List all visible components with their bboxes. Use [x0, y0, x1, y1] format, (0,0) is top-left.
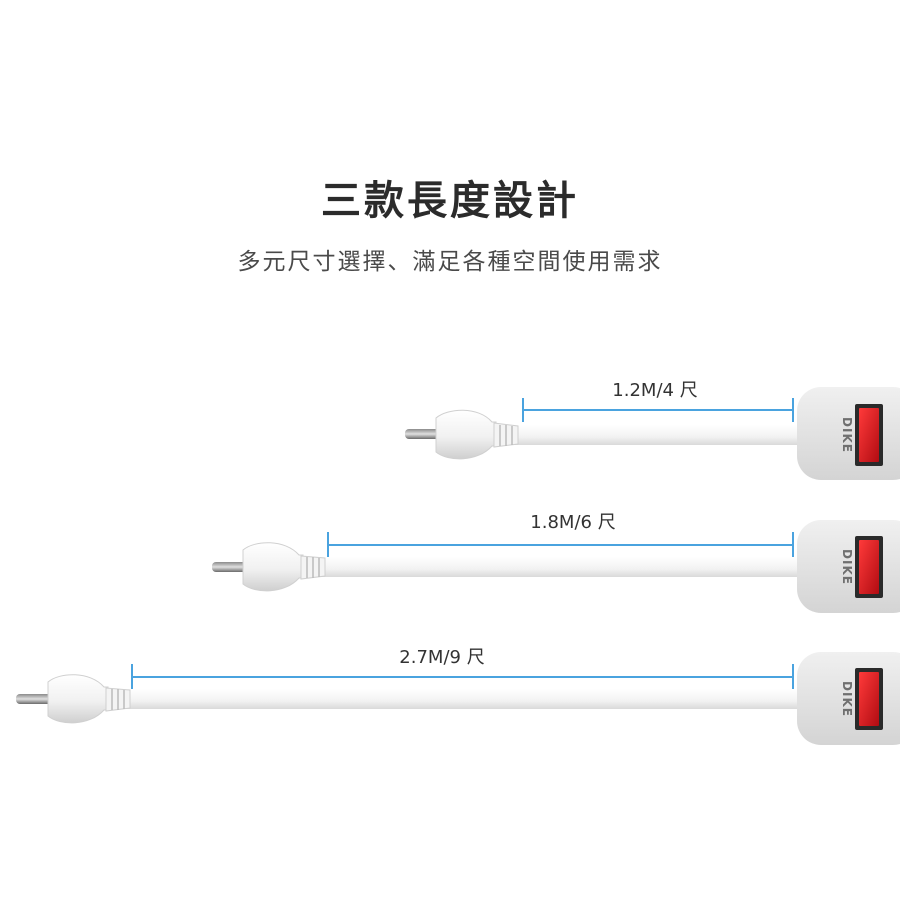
page-subtitle: 多元尺寸選擇、滿足各種空間使用需求: [237, 249, 663, 275]
measure-line: [522, 398, 794, 422]
cable: [515, 425, 805, 445]
power-switch: [859, 408, 879, 462]
power-switch: [859, 672, 879, 726]
length-label: 2.7M/9 尺: [399, 647, 484, 668]
strip-housing: DIKE: [797, 520, 900, 613]
power-strip-long: 2.7M/9 尺 DIKE: [16, 647, 900, 745]
plug-pin: [16, 694, 52, 704]
measure-line: [327, 532, 794, 558]
measure-line: [131, 664, 794, 690]
plug: [405, 409, 519, 460]
power-switch: [859, 540, 879, 594]
power-strip-medium: 1.8M/6 尺 DIKE: [212, 512, 900, 613]
plug-pin: [212, 562, 247, 572]
brand-logo: DIKE: [840, 549, 854, 585]
length-label: 1.2M/4 尺: [612, 380, 697, 401]
strip-housing: DIKE: [797, 387, 900, 480]
plug: [212, 542, 326, 592]
power-strip-short: 1.2M/4 尺 DIKE: [405, 380, 900, 480]
page-title: 三款長度設計: [321, 178, 579, 224]
brand-logo: DIKE: [840, 417, 854, 453]
length-label: 1.8M/6 尺: [530, 512, 615, 533]
plug: [16, 674, 131, 724]
strip-housing: DIKE: [797, 652, 900, 745]
plug-pin: [405, 429, 440, 439]
cable: [125, 689, 805, 709]
cable: [320, 557, 805, 577]
brand-logo: DIKE: [840, 681, 854, 717]
